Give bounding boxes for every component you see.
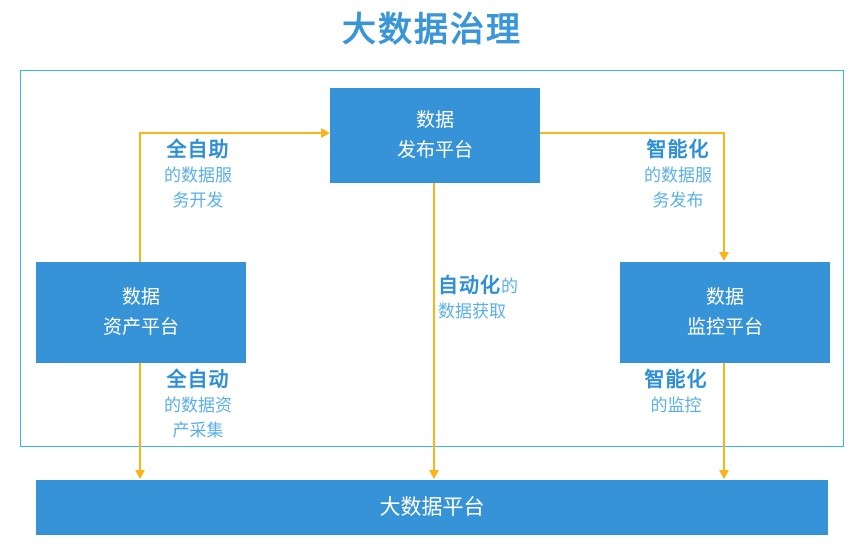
page-title: 大数据治理 <box>342 11 522 49</box>
label-automated-acquisition: 自动化的 数据获取 <box>438 274 548 324</box>
box-bigdata-platform[interactable]: 大数据平台 <box>36 480 828 535</box>
box-data-publish-platform[interactable]: 数据 发布平台 <box>330 88 540 183</box>
arrowhead-monitor-to-bigdata <box>719 470 729 479</box>
label-botleft-strong: 全自动 <box>166 369 230 391</box>
box-data-asset-platform[interactable]: 数据 资产平台 <box>36 262 246 363</box>
arrowhead-bigdata-to-publish <box>429 470 439 479</box>
label-topright-strong: 智能化 <box>646 139 710 161</box>
connector-right-vertical-lower <box>723 363 725 478</box>
connector-publish-to-right <box>540 132 725 134</box>
label-center-strong: 自动化 <box>438 275 501 297</box>
label-topleft-strong: 全自助 <box>166 139 230 161</box>
label-center-plain2: 数据获取 <box>438 302 506 321</box>
connector-left-to-publish <box>139 132 321 134</box>
label-botright-strong: 智能化 <box>644 369 708 391</box>
governance-frame <box>20 70 844 447</box>
arrowhead-left-to-publish <box>321 128 330 138</box>
connector-right-vertical-upper <box>723 132 725 254</box>
label-topright-plain: 的数据服 务发布 <box>644 166 712 210</box>
label-full-self-service: 全自助 的数据服 务开发 <box>142 138 254 213</box>
box-data-monitor-platform[interactable]: 数据 监控平台 <box>620 262 830 363</box>
label-intelligent-publish: 智能化 的数据服 务发布 <box>622 138 734 213</box>
label-center-plain: 的 <box>501 277 518 296</box>
label-botright-plain: 的监控 <box>650 396 702 415</box>
label-botleft-plain: 的数据资 产采集 <box>164 396 232 440</box>
connector-center-vertical <box>433 183 435 478</box>
label-fully-automatic-collection: 全自动 的数据资 产采集 <box>142 368 254 443</box>
label-center-line1: 自动化的 <box>438 274 548 299</box>
label-intelligent-monitoring: 智能化 的监控 <box>620 368 732 418</box>
label-topleft-plain: 的数据服 务开发 <box>164 166 232 210</box>
arrowhead-left-to-bigdata <box>135 470 145 479</box>
arrowhead-publish-to-monitor <box>719 252 729 261</box>
